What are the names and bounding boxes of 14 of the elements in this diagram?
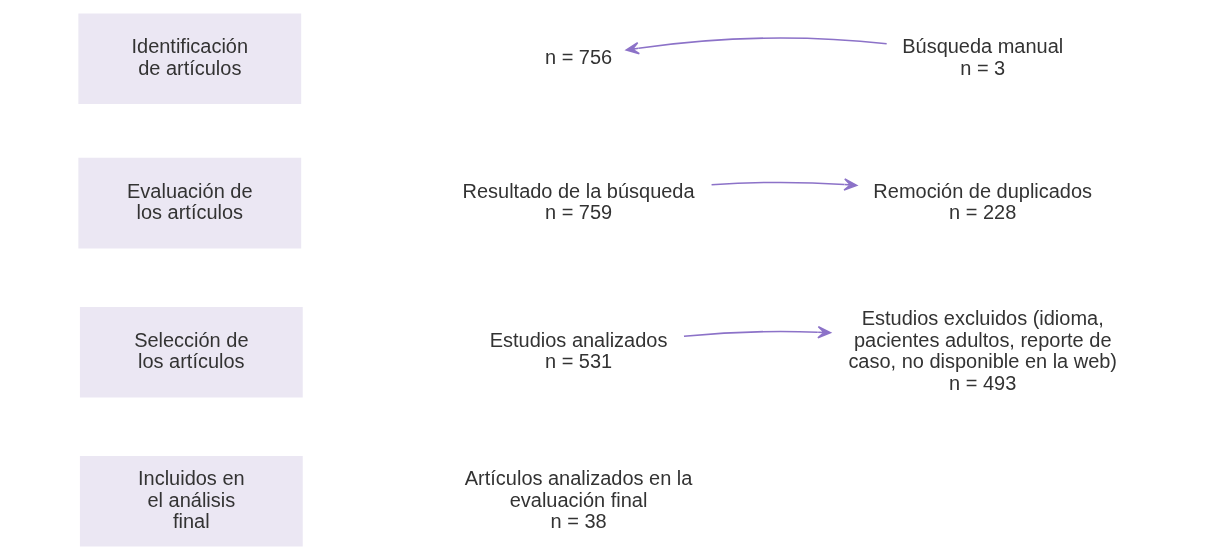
node-box: Evaluación de los artículos: [78, 157, 302, 249]
node-text: Búsqueda manual n = 3: [902, 35, 1064, 79]
node-text: Resultado de la búsqueda n = 759: [462, 179, 695, 224]
arrow: [683, 325, 832, 339]
node-text: Remoción de duplicados n = 228: [873, 179, 1093, 224]
node-box: Selección de los artículos: [79, 306, 303, 398]
arrow: [710, 178, 858, 191]
node-text: n = 756: [544, 45, 613, 68]
node-box: Incluidos en el análisis final: [79, 455, 303, 547]
node-text: Estudios analizados n = 531: [489, 328, 668, 373]
node-box: Identificación de artículos: [78, 13, 302, 105]
arrow: [625, 37, 888, 55]
node-text: Estudios excluidos (idioma, pacientes adultos, reporte de caso, no disponible en la web) n = 493: [848, 307, 1118, 394]
node-text: Artículos analizados en la evaluación final n = 38: [464, 466, 693, 533]
